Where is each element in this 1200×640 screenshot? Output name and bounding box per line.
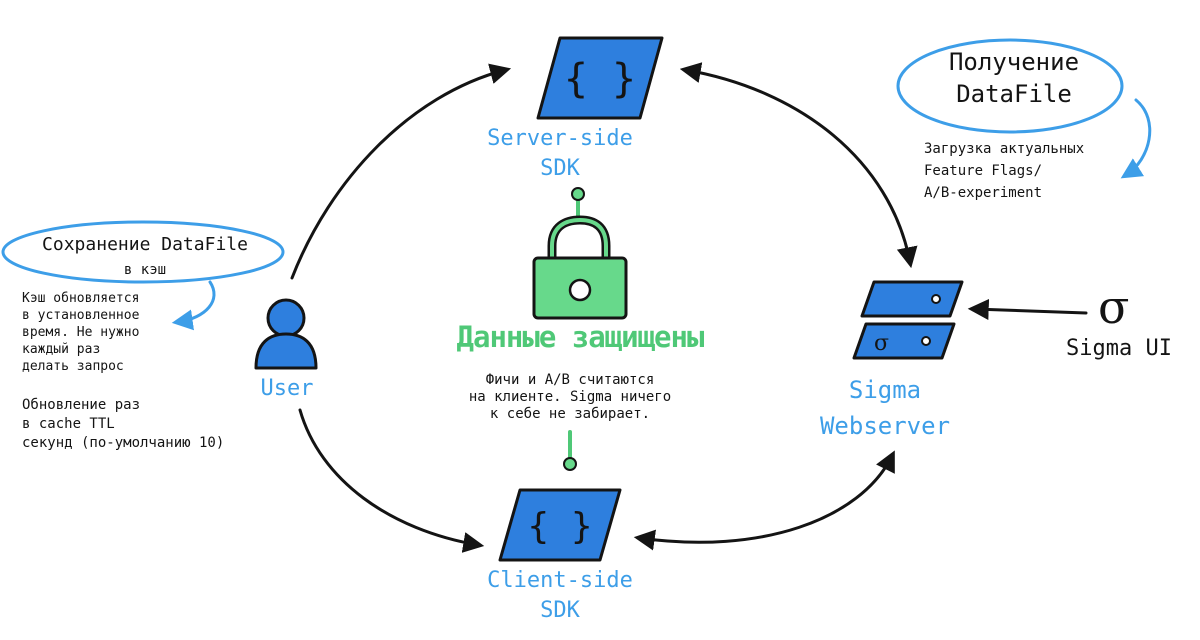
- cache-note-description: Кэш обновляется в установленное время. Н…: [22, 291, 140, 374]
- arrow-client-sdk-webserver: [633, 450, 895, 551]
- padlock-icon: [532, 187, 628, 471]
- client-sdk-label: Client-side SDK: [487, 568, 633, 623]
- cache-note-pointer: [171, 280, 216, 331]
- secure-title: Данные защищены: [456, 320, 705, 354]
- receive-note-pointer: [1120, 98, 1152, 179]
- user-label: User: [260, 376, 314, 401]
- arrow-server-sdk-webserver: [679, 62, 918, 269]
- receive-note-title: Получение DataFile: [948, 48, 1080, 108]
- rack-sigma-glyph: σ: [874, 331, 889, 356]
- ttl-note-description: Обновление раз в cache TTL секунд (по-ум…: [22, 397, 225, 451]
- sigma-icon: σ: [1098, 280, 1130, 334]
- cache-note-subtitle: в кэш: [123, 262, 167, 278]
- arrow-user-to-client-sdk: [298, 408, 485, 553]
- client-sdk-block: { }: [498, 488, 622, 562]
- receive-note-highlight: [896, 38, 1124, 134]
- sigma-ui-label: Sigma UI: [1066, 336, 1172, 361]
- svg-text:{ }: { }: [527, 506, 592, 547]
- webserver-label: Sigma Webserver: [819, 376, 951, 440]
- cache-note-title: Сохранение DataFile: [42, 234, 248, 255]
- secure-description: Фичи и A/B считаются на клиенте. Sigma н…: [468, 372, 672, 422]
- cache-note-highlight: [1, 220, 285, 284]
- arrow-user-to-server-sdk: [290, 63, 512, 280]
- svg-text:{ }: { }: [564, 56, 636, 102]
- user-icon: [254, 298, 318, 370]
- arrow-sigma-ui-to-webserver: [967, 299, 1088, 321]
- receive-note-description: Загрузка актуальных Feature Flags/ A/B-e…: [924, 141, 1085, 201]
- server-rack-icon: σ: [852, 280, 964, 360]
- server-sdk-block: { }: [536, 36, 664, 120]
- server-sdk-label: Server-side SDK: [487, 126, 633, 181]
